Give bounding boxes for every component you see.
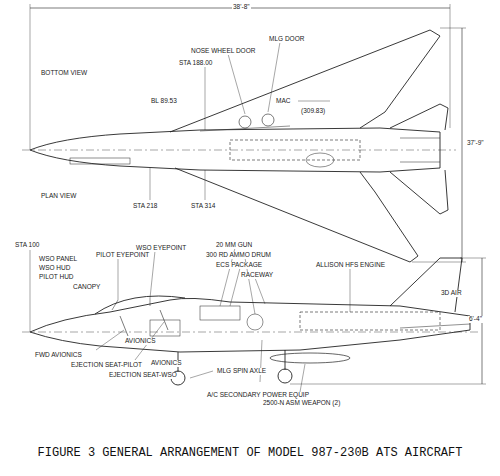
part-label: 300 RD AMMO DRUM: [205, 252, 272, 259]
dimension: 37'-9": [466, 140, 485, 147]
part-label: 3D AIR: [440, 290, 463, 297]
dimension: (309.83): [300, 108, 326, 115]
station-label: STA 314: [190, 203, 216, 210]
station-label: STA 188.00: [178, 60, 214, 67]
view-label: PLAN VIEW: [40, 193, 77, 200]
part-label: CANOPY: [72, 284, 101, 291]
part-label: EJECTION SEAT-PILOT: [70, 362, 143, 369]
part-label: MLG DOOR: [268, 36, 305, 43]
part-label: WSO EYEPOINT: [135, 245, 187, 252]
view-label: BOTTOM VIEW: [40, 70, 88, 77]
figure-caption: FIGURE 3 GENERAL ARRANGEMENT OF MODEL 98…: [0, 446, 500, 460]
part-label: RACEWAY: [240, 272, 274, 279]
part-label: 20 MM GUN: [215, 242, 253, 249]
part-label: WSO HUD: [38, 265, 71, 272]
part-label: MAC: [275, 98, 291, 105]
dimension: 6'-4": [468, 316, 483, 323]
part-label: AVIONICS: [124, 338, 157, 345]
station-label: BL 89.53: [150, 98, 178, 105]
part-label: NOSE WHEEL DOOR: [190, 48, 256, 55]
dimension: 38'-8": [232, 4, 251, 11]
part-label: FWD AVIONICS: [34, 352, 83, 359]
part-label: AVIONICS: [150, 360, 183, 367]
station-label: STA 218: [132, 203, 158, 210]
part-label: WSO PANEL: [38, 256, 78, 263]
part-label: ALLISON HFS ENGINE: [315, 262, 386, 269]
part-label: MLG SPIN AXLE: [216, 368, 267, 375]
part-label: EJECTION SEAT-WSO: [108, 372, 178, 379]
part-label: ECS PACKAGE: [215, 262, 263, 269]
part-label: PILOT HUD: [38, 274, 75, 281]
part-label: PILOT EYEPOINT: [95, 252, 150, 259]
part-label: A/C SECONDARY POWER EQUIP: [206, 392, 310, 399]
station-label: STA 100: [14, 242, 40, 249]
part-label: 2500-N ASM WEAPON (2): [262, 400, 341, 407]
